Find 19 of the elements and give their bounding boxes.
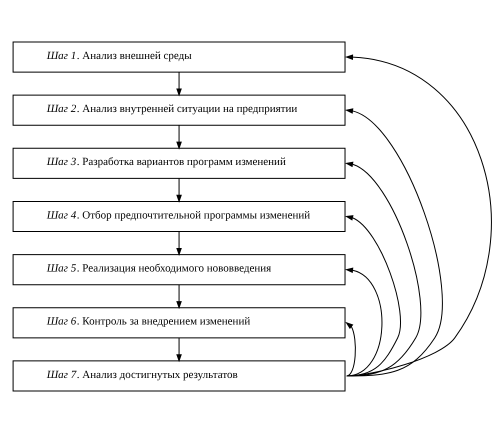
arrow bbox=[176, 72, 182, 96]
node-box: Шаг 2. Анализ внутренней ситуации на предприятии bbox=[12, 94, 346, 126]
node-box: Шаг 4. Отбор предпочтительной программы изменений bbox=[12, 200, 346, 232]
node-box: Шаг 6. Контроль за внедрением изменений bbox=[12, 306, 346, 338]
arrow bbox=[344, 108, 442, 376]
arrow bbox=[344, 54, 492, 376]
arrow bbox=[344, 161, 421, 376]
arrow bbox=[176, 124, 182, 150]
arrow bbox=[176, 284, 182, 309]
node-box: Шаг 7. Анализ достигнутых результатов bbox=[12, 360, 346, 391]
arrow bbox=[344, 267, 382, 376]
arrow bbox=[344, 321, 356, 376]
arrow bbox=[344, 214, 400, 376]
node-box: Шаг 1. Анализ внешней среды bbox=[12, 41, 346, 72]
node-box: Шаг 5. Реализация необходимого нововведения bbox=[12, 254, 346, 285]
arrow bbox=[176, 231, 182, 256]
arrow bbox=[176, 338, 182, 362]
node-box: Шаг 3. Разработка вариантов программ изменений bbox=[12, 147, 346, 178]
arrow bbox=[176, 178, 182, 202]
